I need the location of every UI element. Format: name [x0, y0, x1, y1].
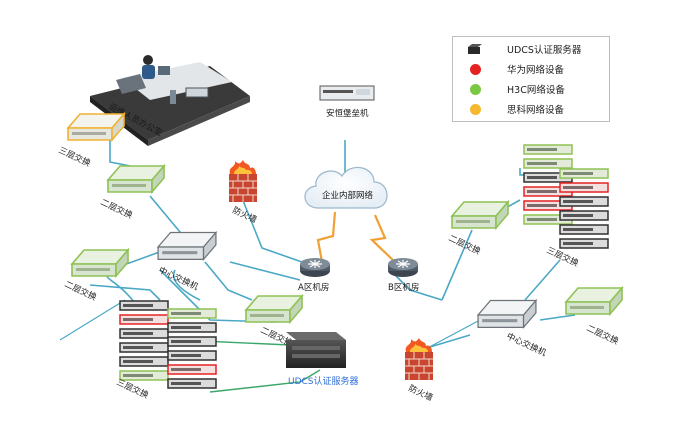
right-rack-stack: [523, 144, 609, 249]
server-icon: [467, 43, 483, 55]
legend-label-huawei: 华为网络设备: [507, 65, 565, 76]
green-dot-icon: [469, 83, 481, 95]
legend: UDCS认证服务器 华为网络设备 H3C网络设备 思科网络设备: [452, 36, 610, 122]
legend-item-huawei: 华为网络设备: [467, 61, 564, 77]
red-dot-icon: [469, 63, 481, 75]
legend-label-cisco: 思科网络设备: [507, 105, 565, 116]
legend-item-cisco: 思科网络设备: [467, 101, 564, 117]
core-right-label: 中心交换机: [505, 331, 549, 359]
room-b-label: B区机房: [388, 282, 419, 293]
legend-label-h3c: H3C网络设备: [507, 85, 565, 96]
core-switch-right-icon: [477, 299, 537, 329]
firewall-left-icon: [228, 160, 258, 203]
firewall-bottom-icon: [404, 338, 434, 381]
udcs-server-icon: [286, 332, 346, 368]
cloud-icon: [304, 166, 388, 209]
legend-label-udcs: UDCS认证服务器: [507, 45, 582, 56]
cloud-label: 企业内部网络: [322, 190, 374, 201]
firewall-left-label: 防火墙: [231, 205, 259, 226]
bastion-label: 安恒堡垒机: [326, 108, 369, 119]
bastion-server-icon: [319, 85, 375, 101]
wan-links: [316, 211, 396, 263]
l2-switch-b-icon: [71, 249, 129, 277]
firewall-bottom-label: 防火墙: [407, 383, 435, 404]
legend-item-udcs: UDCS认证服务器: [467, 41, 581, 57]
l2-switch-c-icon: [245, 295, 303, 323]
router-b-icon: [387, 257, 419, 278]
l2-switch-a-icon: [107, 165, 165, 193]
l3-top-label: 三层交换: [57, 145, 93, 170]
router-a-icon: [299, 257, 331, 278]
left-rack-stack: [119, 300, 217, 389]
room-a-label: A区机房: [298, 282, 329, 293]
l2-b-label: 二层交换: [63, 279, 99, 304]
l2-switch-right-b-icon: [565, 287, 623, 315]
l2-a-label: 二层交换: [99, 197, 135, 222]
legend-item-h3c: H3C网络设备: [467, 81, 565, 97]
l3-switch-top-icon: [67, 113, 125, 141]
core-switch-left-icon: [157, 231, 217, 261]
office-desk: [90, 55, 250, 146]
l2-right-a-label: 二层交换: [447, 233, 483, 258]
l2-switch-right-a-icon: [451, 201, 509, 229]
yellow-dot-icon: [469, 103, 481, 115]
l2-right-b-label: 二层交换: [585, 323, 621, 348]
udcs-label: UDCS认证服务器: [288, 375, 359, 387]
